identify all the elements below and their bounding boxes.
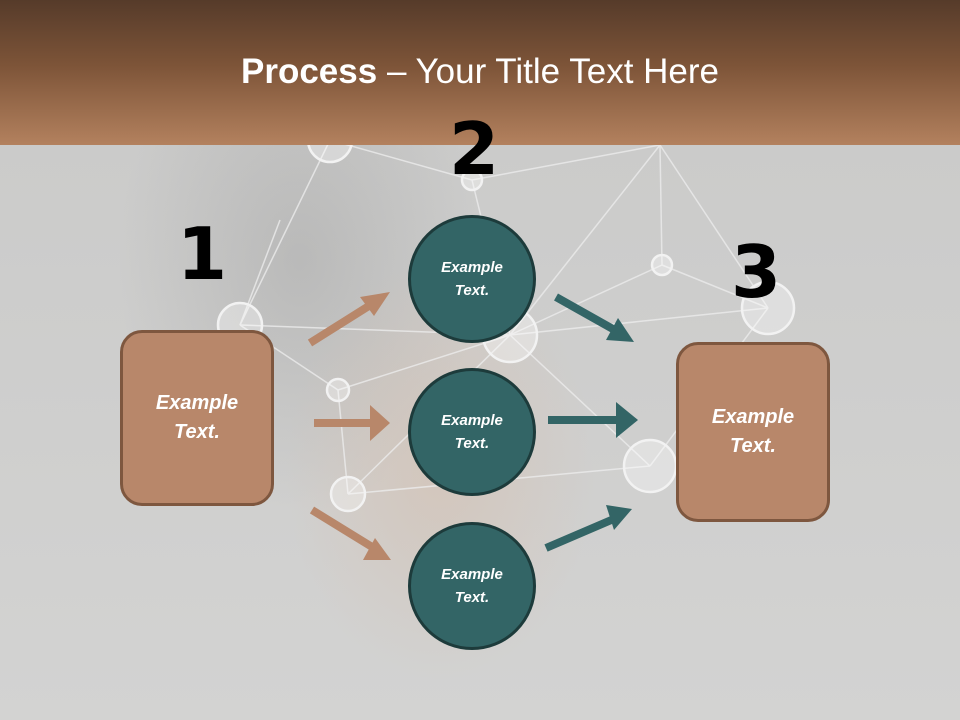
title-bold: Process (241, 52, 378, 91)
step-1-number: 1 (177, 212, 228, 296)
node-middle-label: Example Text. (441, 412, 503, 452)
arrow-bottom-to-3 (544, 514, 618, 552)
step-3-box: Example Text. (676, 342, 830, 522)
title-rest: – Your Title Text Here (377, 52, 719, 91)
arrow-1-to-bottom (309, 506, 380, 554)
node-top-label: Example Text. (441, 259, 503, 299)
node-top: Example Text. (408, 215, 536, 343)
step-3-number: 3 (731, 230, 782, 314)
slide-title: Process – Your Title Text Here (0, 52, 960, 92)
node-bottom-label: Example Text. (441, 566, 503, 606)
step-3-label: Example Text. (711, 406, 795, 457)
node-middle: Example Text. (408, 368, 536, 496)
arrow-top-to-3 (554, 293, 622, 337)
arrow-1-to-top (307, 300, 375, 347)
step-1-label: Example Text. (155, 392, 239, 443)
step-1-box: Example Text. (120, 330, 274, 506)
title-bar: Process – Your Title Text Here (0, 0, 960, 145)
step-2-number: 2 (449, 107, 500, 191)
node-bottom: Example Text. (408, 522, 536, 650)
